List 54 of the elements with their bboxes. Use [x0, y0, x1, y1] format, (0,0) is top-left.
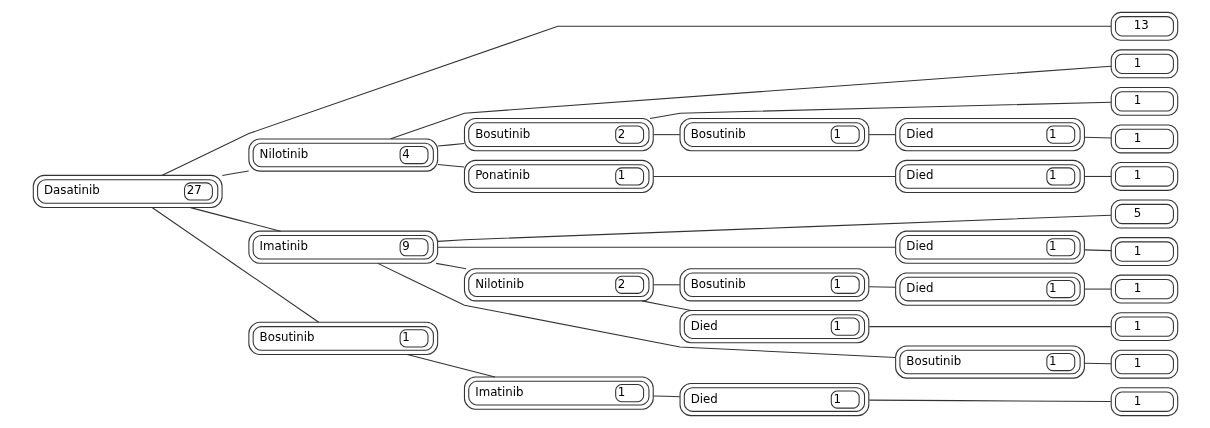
node-box: 1 [1110, 387, 1178, 417]
node-box: Bosutinib 1 [679, 268, 869, 302]
connector [868, 286, 896, 288]
node-box: 1 [1110, 86, 1178, 116]
connector [436, 143, 465, 147]
connector [649, 101, 1112, 120]
connector [1083, 362, 1112, 365]
node-box: Bosutinib 1 [894, 345, 1085, 379]
node-box: Died 1 [894, 118, 1085, 152]
connector [435, 262, 467, 270]
connector [652, 134, 680, 136]
node-box: Died 1 [679, 310, 869, 344]
connector [652, 395, 680, 398]
connector [436, 163, 465, 168]
node-box: Ponatinib 1 [463, 159, 654, 194]
connector [1083, 136, 1112, 139]
connector [652, 284, 680, 286]
node-box: Imatinib 9 [247, 230, 438, 264]
connector [221, 170, 249, 176]
connector [436, 214, 1112, 242]
connector [868, 134, 896, 136]
connector [161, 25, 1112, 176]
node-box: Nilotinib 2 [463, 268, 654, 302]
node-box: 1 [1110, 349, 1178, 379]
connector [376, 262, 896, 358]
node-box: Bosutinib 1 [247, 321, 438, 356]
connector [868, 326, 1111, 328]
node-box: 1 [1110, 274, 1178, 304]
node-box: 5 [1110, 199, 1178, 229]
connector [406, 354, 495, 378]
node-box: Imatinib 1 [463, 376, 654, 410]
node-box: 13 [1110, 11, 1178, 41]
node-box: 1 [1110, 49, 1178, 79]
node-box: Died 1 [894, 230, 1085, 264]
connector [436, 246, 896, 248]
node-box: Bosutinib 2 [463, 118, 654, 152]
node-box: 1 [1110, 312, 1178, 342]
connector [1083, 288, 1112, 290]
connector [868, 399, 1111, 403]
node-box: Bosutinib 1 [679, 118, 869, 152]
connector [1083, 175, 1112, 177]
node-box: 1 [1110, 237, 1178, 266]
node-box: Died 1 [894, 159, 1085, 194]
connector [389, 65, 1112, 140]
node-box: 1 [1110, 162, 1178, 191]
connector [151, 207, 319, 323]
node-box: Nilotinib 4 [247, 138, 438, 172]
node-box: Died 1 [679, 382, 869, 417]
connector [1083, 249, 1112, 252]
node-box: Dasatinib 27 [32, 174, 223, 209]
node-box: 1 [1110, 124, 1178, 154]
connector [652, 175, 896, 177]
connector [189, 207, 281, 232]
node-box: Died 1 [894, 272, 1085, 306]
